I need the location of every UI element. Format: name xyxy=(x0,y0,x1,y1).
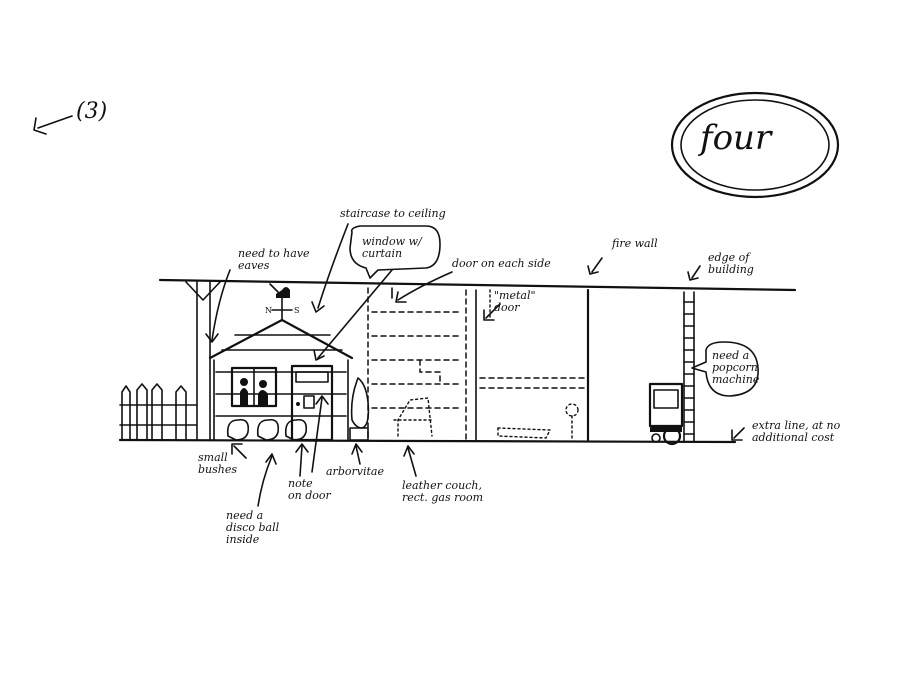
label-window-with-curtain: window w/ curtain xyxy=(362,235,422,260)
title-text: four xyxy=(700,118,772,158)
left-post xyxy=(185,281,221,441)
shed-window xyxy=(230,366,278,408)
title-oval xyxy=(670,91,840,199)
label-edge-of-building: edge of building xyxy=(708,251,754,276)
compass-north: N xyxy=(265,306,272,315)
label-extra-line: extra line, at no additional cost xyxy=(752,419,841,444)
label-door-on-each-side: door on each side xyxy=(452,257,551,270)
label-need-to-have-eaves: need to have eaves xyxy=(238,247,310,272)
popcorn-machine-icon xyxy=(648,382,684,446)
weathervane-icon xyxy=(269,283,293,321)
label-staircase-to-ceiling: staircase to ceiling xyxy=(340,207,446,220)
label-metal-door: "metal" door xyxy=(494,289,536,314)
label-note-on-door: note on door xyxy=(288,477,331,502)
label-small-bushes: small bushes xyxy=(198,451,238,476)
picket-fence xyxy=(119,383,197,441)
page-ref-label[interactable]: (3) xyxy=(76,99,108,124)
label-leather-couch: leather couch, rect. gas room xyxy=(402,479,484,504)
label-need-disco-ball: need a disco ball inside xyxy=(226,509,280,546)
window-curtain-bubble xyxy=(349,225,441,279)
back-arrow-icon[interactable] xyxy=(33,115,73,135)
annotation-arrows xyxy=(205,223,745,507)
small-bushes xyxy=(226,418,308,441)
label-need-popcorn-machine: need a popcorn machine xyxy=(712,349,760,386)
title-oval-inner xyxy=(680,99,830,191)
shed-door xyxy=(290,364,334,442)
staircase-room xyxy=(367,287,467,441)
roof-line xyxy=(158,278,797,292)
ground-line xyxy=(118,438,737,444)
arborvitae xyxy=(349,377,370,441)
label-fire-wall: fire wall xyxy=(612,237,658,250)
compass-south: S xyxy=(294,306,300,315)
popcorn-bubble xyxy=(691,341,759,397)
label-arborvitae: arborvitae xyxy=(326,465,384,478)
